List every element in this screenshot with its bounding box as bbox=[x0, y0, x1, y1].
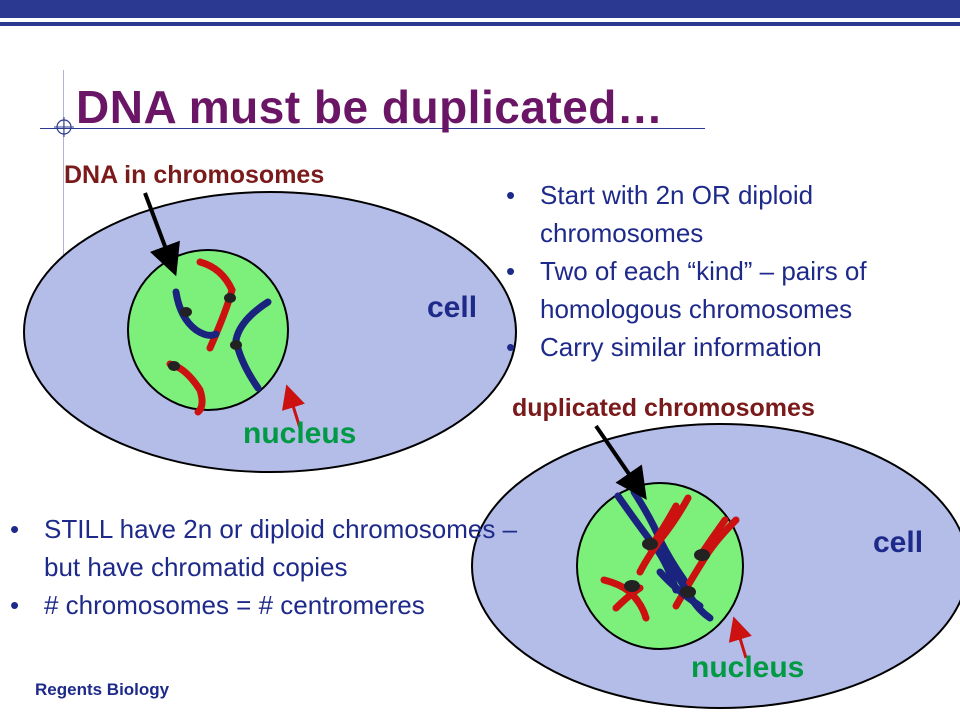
bottom-nucleus bbox=[576, 482, 744, 650]
bullet-item: Carry similar information bbox=[506, 328, 951, 366]
bottom-cell bbox=[471, 423, 960, 709]
bottom-bullet-list: STILL have 2n or diploid chromosomes – b… bbox=[10, 510, 520, 624]
cell-label-bottom: cell bbox=[873, 526, 924, 559]
bullet-item: Start with 2n OR diploid chromosomes bbox=[506, 176, 951, 252]
top-banner-stripe bbox=[0, 22, 960, 26]
cell-label-top: cell bbox=[427, 291, 478, 324]
page-title: DNA must be duplicated… bbox=[76, 81, 664, 133]
bullet-item: STILL have 2n or diploid chromosomes – b… bbox=[10, 510, 520, 586]
bottom-nucleus-pointer-arrow bbox=[728, 616, 752, 659]
dna-in-chromosomes-label: DNA in chromosomes bbox=[64, 161, 325, 189]
dna-pointer-arrow bbox=[143, 192, 180, 277]
bullet-item: # chromosomes = # centromeres bbox=[10, 586, 520, 624]
bullet-item: Two of each “kind” – pairs of homologous… bbox=[506, 252, 951, 328]
title-vertical-rule bbox=[63, 70, 64, 310]
nucleus-label-bottom: nucleus bbox=[691, 651, 805, 684]
top-nucleus bbox=[127, 249, 289, 411]
top-nucleus-pointer-arrow bbox=[282, 384, 305, 429]
bottom-chromosomes bbox=[600, 488, 740, 622]
duplicated-chromosomes-label: duplicated chromosomes bbox=[512, 394, 815, 422]
nucleus-label-top: nucleus bbox=[243, 417, 357, 450]
duplicated-pointer-arrow bbox=[594, 424, 647, 500]
top-bullet-list: Start with 2n OR diploid chromosomes Two… bbox=[506, 176, 951, 366]
top-banner-bar bbox=[0, 0, 960, 18]
title-underline-rule bbox=[40, 128, 705, 129]
top-chromosomes bbox=[166, 258, 272, 416]
crosshair-icon bbox=[54, 117, 74, 137]
footer-text: Regents Biology bbox=[35, 680, 170, 699]
